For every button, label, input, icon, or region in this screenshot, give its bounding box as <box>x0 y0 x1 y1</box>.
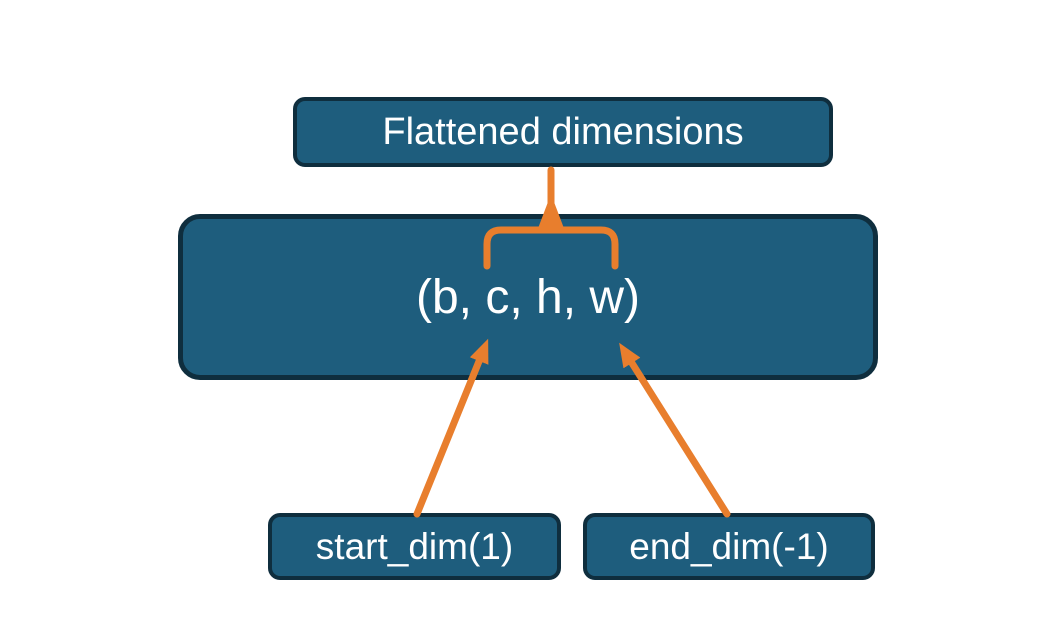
end-dim-box: end_dim(-1) <box>583 513 875 580</box>
start-dim-label: start_dim(1) <box>315 525 514 567</box>
tensor-shape-label: (b, c, h, w) <box>415 270 641 324</box>
start-dim-box: start_dim(1) <box>268 513 561 580</box>
flattened-dimensions-box: Flattened dimensions <box>293 97 833 167</box>
flattened-dimensions-label: Flattened dimensions <box>382 110 744 153</box>
end-dim-label: end_dim(-1) <box>629 525 829 567</box>
tensor-shape-box: (b, c, h, w) <box>178 214 878 380</box>
